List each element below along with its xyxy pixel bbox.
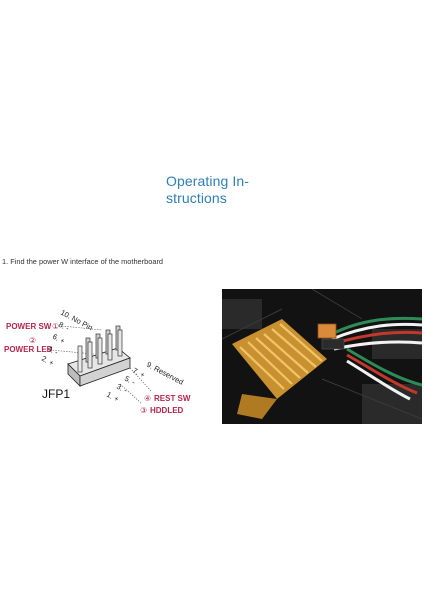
hddled-marker: ③ <box>140 406 147 415</box>
power-led-label: POWER LED <box>4 345 53 354</box>
power-led-marker: ② <box>29 336 36 345</box>
jfp1-label: JFP1 <box>42 387 70 401</box>
pin-2-label: 2. + <box>40 354 56 368</box>
heatsink <box>232 319 327 419</box>
hddled-label: HDDLED <box>150 406 184 415</box>
pin-6-label: 6. + <box>51 332 67 346</box>
pin-9-label: 9. Reserved <box>145 360 185 387</box>
jfp1-pin-diagram: POWER SW ① ② POWER LED <box>2 306 212 426</box>
page-title: Operating In- structions <box>166 173 276 207</box>
power-sw-label: POWER SW <box>6 322 52 331</box>
pin-1-label: 1. + <box>105 390 121 404</box>
rest-sw-label: REST SW <box>154 394 191 403</box>
rest-sw-marker: ④ <box>144 394 151 403</box>
pin-8-label: 8. - <box>57 320 71 333</box>
step-1-text: 1. Find the power W interface of the mot… <box>2 257 164 266</box>
power-sw-marker: ① <box>52 322 59 331</box>
title-line-2: structions <box>166 190 227 206</box>
motherboard-photo <box>222 289 422 424</box>
title-line-1: Operating In- <box>166 173 250 189</box>
